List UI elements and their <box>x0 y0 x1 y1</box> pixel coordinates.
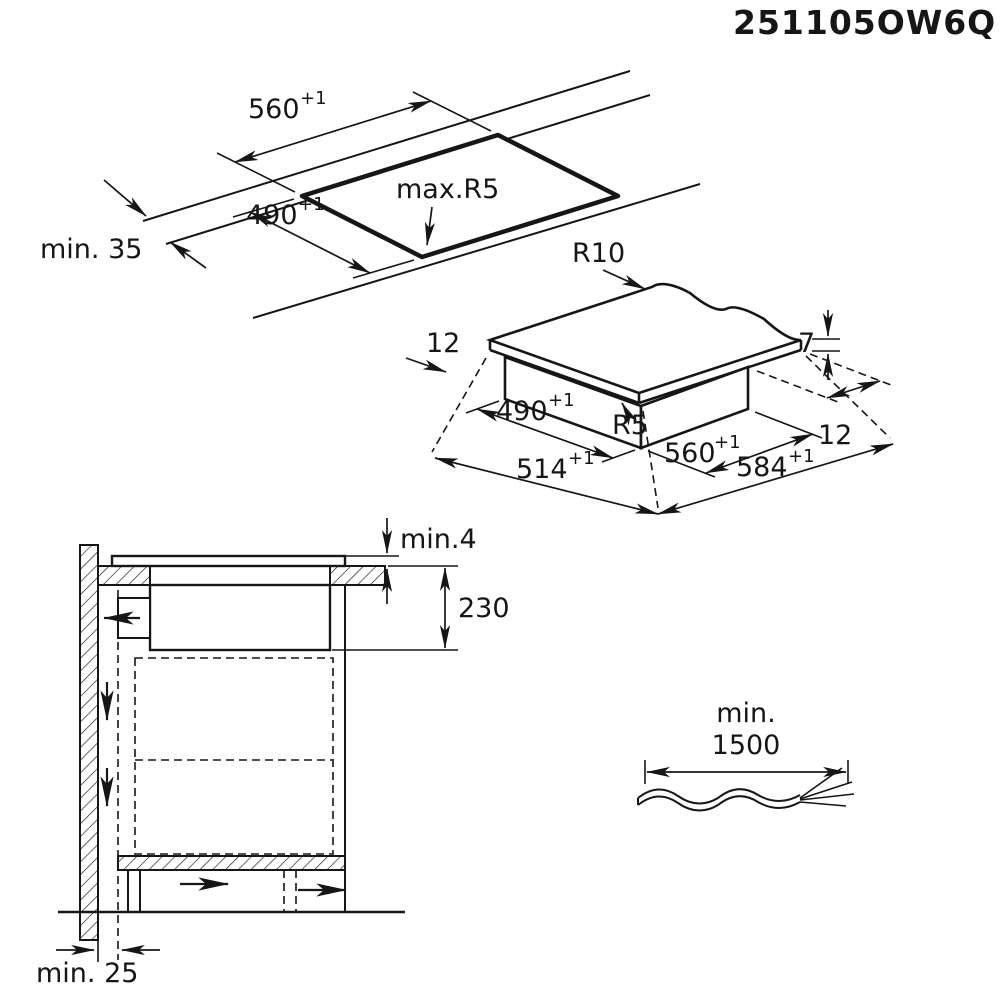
cable-length-label: 1500 <box>712 730 781 761</box>
glass-width-dim-line <box>657 443 894 515</box>
glass-width-label: 584 <box>736 452 788 483</box>
ext-line <box>352 259 415 279</box>
ext-line <box>465 400 500 414</box>
drawer-dashed-outline <box>134 657 334 855</box>
cutout-opening <box>299 132 621 260</box>
cutout-width-tolerance: +1 <box>300 88 327 109</box>
cable-wave-top <box>637 788 801 805</box>
hob-box-side <box>148 583 332 652</box>
cabinet-bottom-shelf <box>117 855 346 871</box>
overhang-left-label: 12 <box>426 328 460 359</box>
cutout-depth-dim-line <box>249 211 371 274</box>
hob-box-front-face <box>639 365 750 450</box>
cutout-depth-label: 490 <box>246 200 298 231</box>
glass-thickness-label: 7 <box>798 328 815 359</box>
glass-radius-leader-arrow <box>602 269 646 290</box>
cutout-radius-label: max.R5 <box>396 174 499 205</box>
product-code: 251105OW6Q <box>733 3 996 42</box>
body-width-tolerance: +1 <box>714 432 741 453</box>
top-gap-label: min.4 <box>400 524 477 555</box>
edge-distance-label: min. 35 <box>40 234 142 265</box>
glass-width-tolerance: +1 <box>788 446 815 467</box>
ext-line <box>412 91 492 132</box>
edge-distance-arrow <box>103 179 147 217</box>
ext-line-dashed <box>805 355 891 439</box>
cable-min-label: min. <box>716 698 776 729</box>
wall-gap-label: min. 25 <box>36 958 138 989</box>
body-radius-leader-arrow <box>621 402 638 426</box>
glass-bottom-edge <box>489 348 640 405</box>
wall-section <box>79 544 99 941</box>
hob-body-view: R10 12 7 490 +1 R5 560 +1 12 <box>405 238 894 515</box>
body-depth-dim-line <box>476 408 614 459</box>
glass-top-face <box>485 282 802 395</box>
body-depth-label: 490 <box>496 396 548 427</box>
hob-glass-side <box>110 554 347 568</box>
cable-wave-bottom <box>637 795 801 812</box>
ext-line-dashed <box>431 357 487 453</box>
ext-line-dashed <box>809 353 892 386</box>
mains-cable-view: min. 1500 <box>637 698 855 812</box>
cutout-width-dim-line <box>234 100 432 163</box>
body-depth-tolerance: +1 <box>548 390 575 411</box>
overhang-right-dim-line <box>826 380 881 399</box>
worktop-cutout-view: 560 +1 490 +1 max.R5 min. 35 <box>40 70 701 319</box>
cable-wire-strands <box>799 767 855 807</box>
cutout-radius-leader-arrow <box>424 206 436 246</box>
cutout-depth-tolerance: +1 <box>298 194 325 215</box>
edge-distance-arrow <box>169 241 207 269</box>
overhang-right-label: 12 <box>818 420 852 451</box>
overhang-left-arrow <box>405 357 447 373</box>
body-radius-label: R5 <box>612 410 648 441</box>
glass-depth-tolerance: +1 <box>568 448 595 469</box>
ext-line-dashed <box>756 370 839 403</box>
worktop-section-right <box>329 565 386 586</box>
glass-depth-label: 514 <box>516 454 568 485</box>
glass-radius-label: R10 <box>572 238 625 269</box>
body-width-label: 560 <box>664 438 716 469</box>
glass-depth-dim-line <box>434 457 659 515</box>
ext-line <box>754 411 823 439</box>
worktop-rear-edge-line <box>252 183 701 319</box>
side-installation-view: min.4 230 min. 25 <box>36 518 510 989</box>
ext-line <box>232 198 295 218</box>
ext-line <box>216 152 296 193</box>
cutout-width-label: 560 <box>248 94 300 125</box>
worktop-section-left <box>97 565 151 586</box>
height-label: 230 <box>458 593 510 624</box>
